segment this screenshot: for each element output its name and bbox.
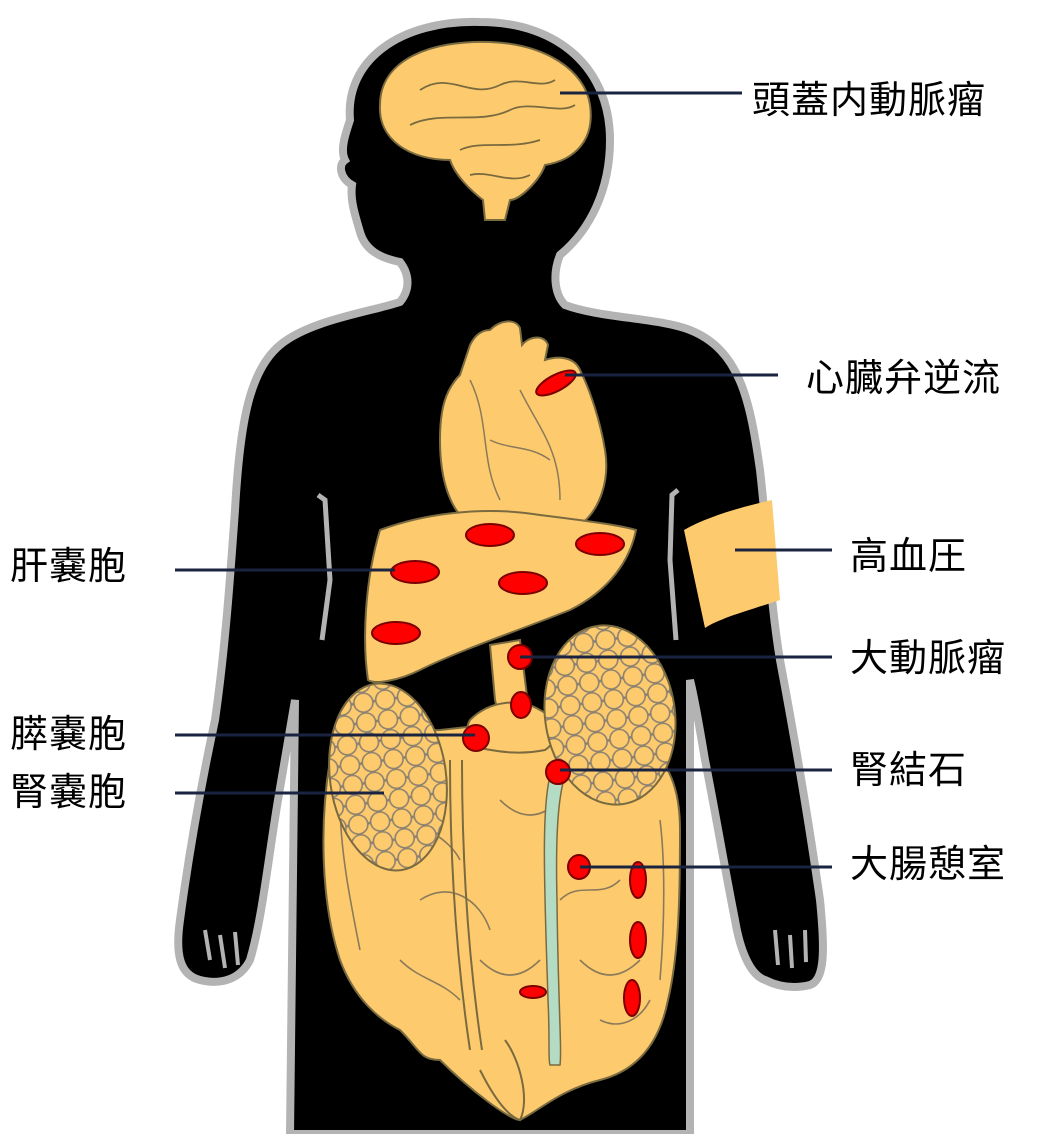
label-valve-regurgitation: 心臓弁逆流 <box>806 356 1001 400</box>
label-kidney-cyst: 腎嚢胞 <box>10 770 127 814</box>
label-hypertension: 高血圧 <box>850 534 967 578</box>
liver-cyst-3 <box>391 561 439 583</box>
label-liver-cyst: 肝嚢胞 <box>10 544 127 588</box>
liver-cyst-2 <box>576 533 624 555</box>
label-pancreatic-cyst: 膵嚢胞 <box>10 712 127 756</box>
kidney-stone-lesion <box>546 760 570 784</box>
label-colonic-diverticulum: 大腸憩室 <box>850 842 1006 886</box>
label-aortic-aneurysm: 大動脈瘤 <box>850 636 1006 680</box>
label-kidney-stone: 腎結石 <box>850 748 967 792</box>
diverticulum-4 <box>520 986 546 998</box>
liver-cyst-5 <box>372 622 420 644</box>
liver-cyst-1 <box>466 524 514 546</box>
aortic-aneurysm-2 <box>511 692 531 718</box>
diverticulum-3 <box>624 980 640 1016</box>
liver-cyst-4 <box>499 572 547 594</box>
label-intracranial-aneurysm: 頭蓋内動脈瘤 <box>752 78 986 122</box>
pancreatic-cyst-lesion <box>463 725 489 751</box>
diverticulum-2 <box>630 922 646 958</box>
